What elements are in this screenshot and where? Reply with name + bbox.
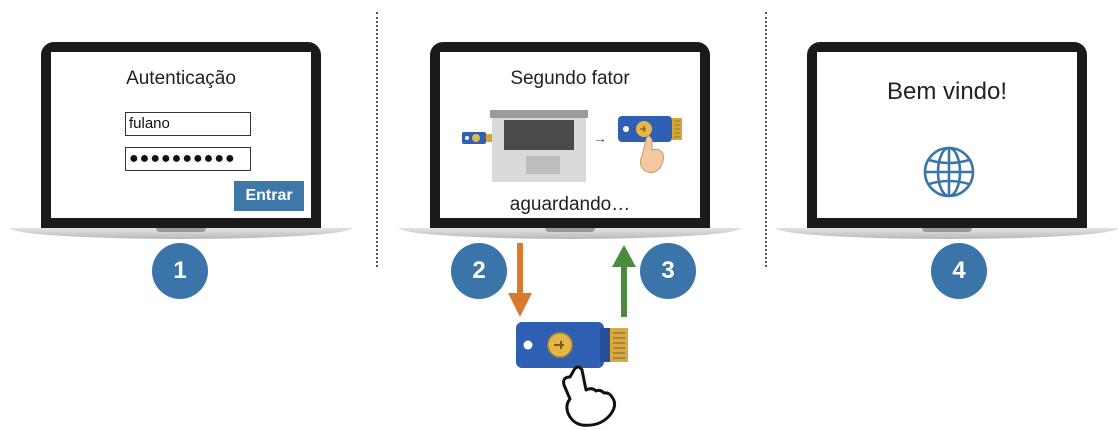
laptop-step-4: Bem vindo! <box>776 0 1118 239</box>
laptop-step-1: Autenticação fulano ●●●●●●●●●● Entrar <box>10 0 352 239</box>
divider-right <box>765 12 767 267</box>
laptop-notch <box>156 228 206 232</box>
laptop-base <box>776 228 1118 239</box>
laptop-screen: Segundo fator → <box>440 52 700 218</box>
laptop-screen: Autenticação fulano ●●●●●●●●●● <box>51 52 311 218</box>
security-key-icon <box>516 322 628 427</box>
username-field[interactable]: fulano <box>125 112 251 136</box>
welcome-title: Bem vindo! <box>886 78 1008 105</box>
enter-button[interactable]: Entrar <box>234 181 304 211</box>
globe-icon <box>923 146 975 198</box>
step-badge-3: 3 <box>640 243 696 299</box>
transfer-arrow: → <box>593 130 607 146</box>
laptop-base <box>10 228 352 239</box>
step-badge-1: 1 <box>152 243 208 299</box>
laptop-bezel: Segundo fator → <box>430 42 710 228</box>
password-field[interactable]: ●●●●●●●●●● <box>125 147 251 171</box>
laptop-with-key-icon <box>462 110 588 182</box>
divider-left <box>376 12 378 267</box>
second-factor-title: Segundo fator <box>510 68 630 89</box>
laptop-bezel: Bem vindo! <box>807 42 1087 228</box>
laptop-base <box>399 228 741 239</box>
arrow-down-icon <box>508 243 532 317</box>
laptop-step-2: Segundo fator → <box>399 0 741 239</box>
laptop-notch <box>922 228 972 232</box>
laptop-screen: Bem vindo! <box>817 52 1077 218</box>
laptop-bezel: Autenticação fulano ●●●●●●●●●● <box>41 42 321 228</box>
security-key-touch-icon <box>618 116 682 174</box>
auth-title: Autenticação <box>126 68 236 89</box>
arrow-up-icon <box>612 245 636 317</box>
step-badge-2: 2 <box>451 243 507 299</box>
step-badge-4: 4 <box>931 243 987 299</box>
waiting-status: aguardando… <box>509 194 631 215</box>
laptop-notch <box>545 228 595 232</box>
